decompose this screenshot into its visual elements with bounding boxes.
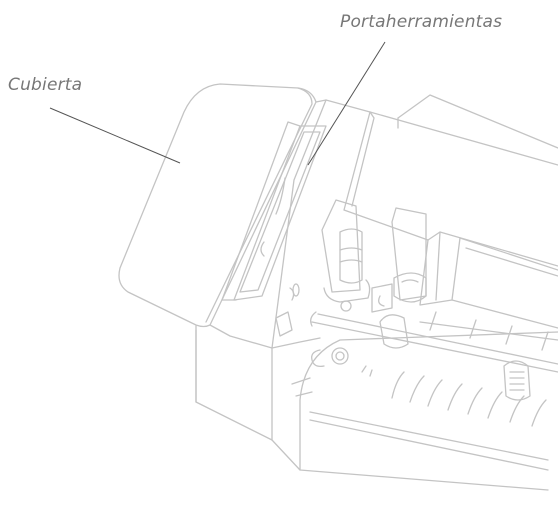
machine-body [271, 99, 558, 491]
rollers [310, 311, 558, 401]
label-tool-holder: Portaherramientas [340, 12, 503, 32]
platen [291, 347, 547, 427]
cover-part [118, 83, 327, 441]
tool-clamps [321, 199, 427, 313]
rear-panel [397, 94, 558, 149]
leader-line-tool-holder [307, 41, 386, 166]
carriage [343, 111, 558, 329]
label-cover: Cubierta [8, 75, 83, 95]
leader-line-cover [49, 107, 181, 164]
hinge-parts [275, 283, 300, 337]
tool-holder-slot [221, 121, 327, 301]
